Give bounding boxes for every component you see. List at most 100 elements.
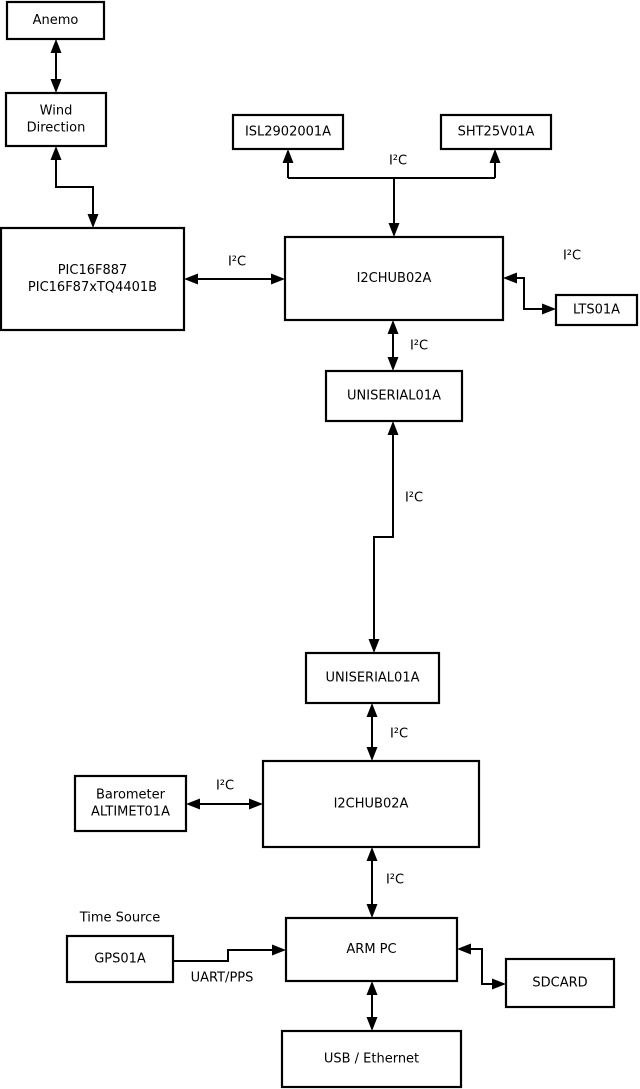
edge-hub-top-uniserial	[387, 320, 399, 371]
node-label: Barometer	[96, 788, 166, 803]
arrowhead-icon	[271, 273, 285, 285]
node-i2chub02a-bottom: I2CHUB02A	[261, 759, 481, 849]
edge-line	[471, 948, 492, 985]
node-box	[283, 235, 505, 322]
node-box	[5, 0, 106, 41]
edge-barometer-hub-bottom	[186, 798, 263, 810]
node-box	[231, 113, 345, 151]
node-lts01a: LTS01A	[554, 293, 639, 327]
label-i2c-uniserial-link: I²C	[405, 491, 423, 506]
node-label: SDCARD	[532, 976, 587, 991]
node-label: PIC16F887	[58, 263, 128, 278]
arrowhead-icon	[366, 1017, 378, 1031]
label-i2c-bus: I²C	[389, 154, 407, 169]
label-i2c-barometer: I²C	[216, 779, 234, 794]
node-isl2902001a: ISL2902001A	[231, 113, 345, 151]
node-box	[324, 369, 464, 423]
label-time-source: Time Source	[79, 911, 161, 926]
arrowhead-icon	[50, 146, 62, 160]
node-box	[261, 759, 481, 849]
arrowhead-icon	[368, 639, 380, 653]
edge-uniserial-hub-bottom	[366, 703, 378, 761]
label-i2c-hub-bottom-armpc: I²C	[386, 873, 404, 888]
arrowhead-icon	[87, 214, 99, 228]
label-i2c-hub-uniserial: I²C	[410, 339, 428, 354]
node-arm-pc: ARM PC	[284, 916, 459, 983]
node-box	[280, 1029, 463, 1089]
node-label: ARM PC	[346, 942, 396, 957]
node-anemo: Anemo	[5, 0, 106, 41]
label-i2c-lts: I²C	[563, 249, 581, 264]
node-box	[554, 293, 639, 327]
node-box	[304, 651, 441, 705]
arrowhead-icon	[457, 943, 471, 955]
edge-uniserial-link	[368, 421, 399, 653]
node-gps01a: GPS01A	[65, 934, 175, 984]
edge-line	[517, 277, 542, 310]
node-label: ALTIMET01A	[91, 805, 170, 820]
arrowhead-icon	[184, 273, 198, 285]
node-box	[284, 916, 459, 983]
arrowhead-icon	[388, 223, 400, 237]
arrowhead-icon	[366, 847, 378, 861]
edge-bus-isl	[282, 149, 294, 178]
edge-armpc-usb	[366, 981, 378, 1031]
node-sdcard: SDCARD	[504, 957, 616, 1009]
edge-hub-bottom-armpc	[366, 847, 378, 918]
node-label: Wind	[40, 104, 73, 119]
arrowhead-icon	[366, 904, 378, 918]
label-i2c-pic-hub: I²C	[228, 255, 246, 270]
label-uart-pps: UART/PPS	[191, 971, 254, 986]
edge-bus-sht	[489, 149, 501, 178]
node-label: UNISERIAL01A	[347, 389, 441, 404]
arrowhead-icon	[366, 703, 378, 717]
label-i2c-uniserial-hub-bottom: I²C	[390, 727, 408, 742]
edge-line	[55, 160, 94, 214]
node-uniserial01a-top: UNISERIAL01A	[324, 369, 464, 423]
arrowhead-icon	[366, 981, 378, 995]
arrowhead-icon	[249, 798, 263, 810]
edge-bus-hub-top	[388, 178, 400, 237]
arrowhead-icon	[186, 798, 200, 810]
node-label: GPS01A	[94, 952, 146, 967]
node-label: Anemo	[33, 13, 79, 28]
node-label: PIC16F87xTQ4401B	[28, 280, 157, 295]
edge-wind-pic	[50, 146, 99, 228]
node-sht25v01a: SHT25V01A	[439, 113, 553, 151]
node-label: ISL2902001A	[245, 125, 331, 140]
arrowhead-icon	[492, 978, 506, 990]
node-box	[504, 957, 616, 1009]
node-label: UNISERIAL01A	[326, 671, 420, 686]
node-usb-ethernet: USB / Ethernet	[280, 1029, 463, 1089]
node-label: USB / Ethernet	[324, 1052, 419, 1067]
arrowhead-icon	[503, 272, 517, 284]
node-uniserial01a-bottom: UNISERIAL01A	[304, 651, 441, 705]
arrowhead-icon	[387, 421, 399, 435]
arrowhead-icon	[50, 39, 62, 53]
arrowhead-icon	[272, 944, 286, 956]
node-box	[0, 226, 186, 332]
node-i2chub02a-top: I2CHUB02A	[283, 235, 505, 322]
node-label: LTS01A	[573, 303, 620, 318]
arrowhead-icon	[50, 79, 62, 93]
node-box	[4, 91, 108, 148]
edge-line	[373, 435, 394, 639]
arrowhead-icon	[387, 357, 399, 371]
edge-pic-hub-top	[184, 273, 285, 285]
node-label: I2CHUB02A	[334, 797, 409, 812]
node-label: SHT25V01A	[458, 125, 535, 140]
arrowhead-icon	[542, 303, 556, 315]
node-box	[439, 113, 553, 151]
edge-gps-armpc	[173, 944, 286, 962]
node-box	[73, 774, 188, 833]
edge-line	[173, 949, 272, 962]
edge-anemo-wind	[50, 39, 62, 93]
arrowhead-icon	[366, 747, 378, 761]
edge-hub-top-lts	[503, 272, 556, 315]
arrowhead-icon	[387, 320, 399, 334]
